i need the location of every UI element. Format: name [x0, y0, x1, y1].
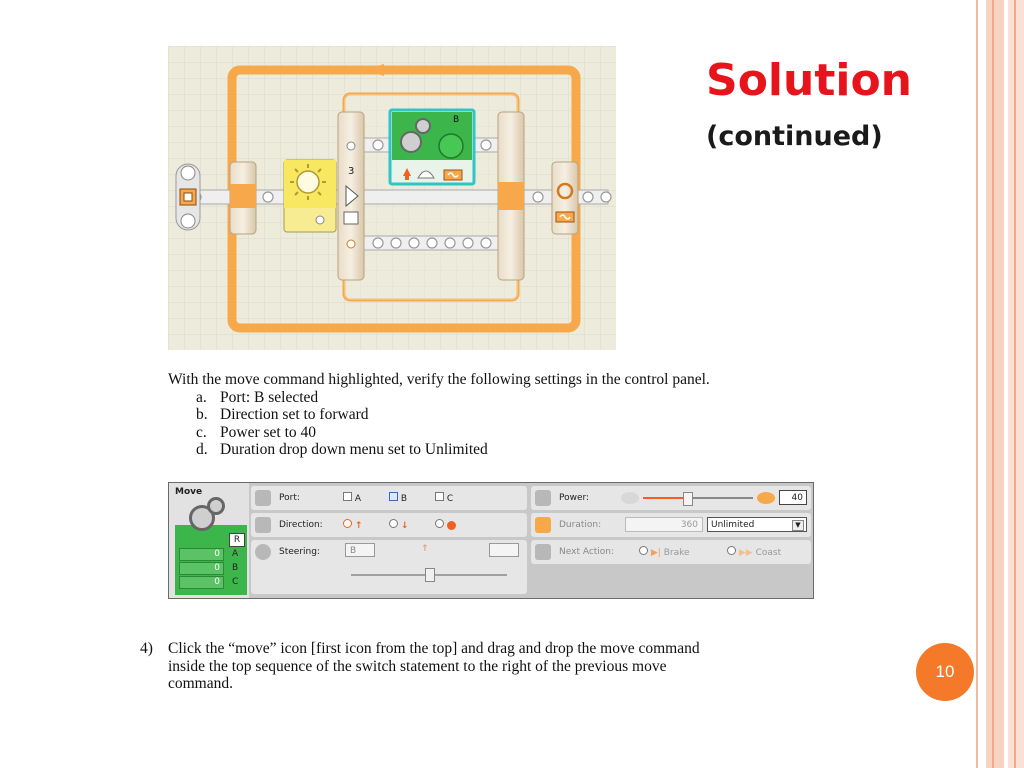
port-row: Port: A B C [251, 486, 527, 510]
steering-port-right[interactable] [489, 543, 519, 557]
duration-label: Duration: [559, 520, 602, 530]
duration-type-select[interactable]: Unlimited ▼ [707, 517, 807, 532]
port-option-b[interactable]: B [389, 492, 407, 504]
chevron-down-icon: ▼ [792, 520, 804, 531]
direction-row: Direction: ↑ ↓ [251, 513, 527, 537]
move-block-port: B [453, 115, 459, 125]
border-stripe [976, 0, 978, 768]
power-row: Power: 40 [531, 486, 811, 510]
loop-icon [556, 182, 574, 200]
sensor-value: 0 [179, 547, 224, 561]
port-icon [255, 490, 271, 506]
steering-label: Steering: [279, 547, 320, 557]
panel-block-name: Move [175, 487, 203, 497]
duration-row: Duration: 360 Unlimited ▼ [531, 513, 811, 537]
coast-radio[interactable]: ▶▶ Coast [727, 546, 781, 558]
r-label: R [229, 533, 245, 547]
sensor-value: 0 [179, 575, 224, 589]
light-icon [296, 170, 320, 194]
direction-backward-radio[interactable]: ↓ [389, 519, 408, 531]
slow-icon [621, 492, 639, 504]
up-arrow-icon: ↑ [354, 521, 363, 531]
border-stripe [1008, 0, 1024, 768]
next-action-row: Next Action: ▶| Brake ▶▶ Coast [531, 540, 811, 564]
brake-radio[interactable]: ▶| Brake [639, 546, 690, 558]
list-item: d.Duration drop down menu set to Unlimit… [196, 441, 488, 458]
down-arrow-icon: ↓ [400, 521, 409, 531]
fast-icon [757, 492, 775, 504]
port-option-a[interactable]: A [343, 492, 361, 504]
steering-icon [255, 544, 271, 560]
direction-forward-radio[interactable]: ↑ [343, 519, 362, 531]
steering-slider-handle[interactable] [425, 568, 435, 582]
brake-icon: ▶| [650, 548, 661, 558]
slide-subtitle: (continued) [706, 121, 883, 152]
sensor-port: B [232, 563, 239, 573]
step-number: 4) [140, 640, 153, 657]
direction-label: Direction: [279, 520, 323, 530]
move-control-panel: Move R 0 A 0 B 0 C Port: A B C Direction… [168, 482, 814, 599]
list-item: a.Port: B selected [196, 388, 319, 406]
loop-arrow-icon [364, 64, 384, 76]
port-label: Port: [279, 493, 300, 503]
steering-port-left[interactable]: B [345, 543, 375, 557]
border-stripe [992, 0, 994, 768]
coast-icon: ▶▶ [738, 548, 753, 558]
border-stripe [986, 0, 1004, 768]
power-slider[interactable] [643, 492, 753, 506]
page-number-badge: 10 [916, 643, 974, 701]
sensor-value: 0 [179, 561, 224, 575]
power-label: Power: [559, 493, 590, 503]
instructions: With the move command highlighted, verif… [168, 371, 788, 459]
border-stripe [1014, 0, 1016, 768]
program-canvas: 3 B [168, 46, 616, 350]
next-action-icon [535, 544, 551, 560]
up-arrow-icon: ↑ [421, 544, 429, 554]
gear-icon [400, 131, 422, 153]
port-option-c[interactable]: C [435, 492, 453, 504]
power-icon [535, 490, 551, 506]
power-value-field[interactable]: 40 [779, 490, 807, 505]
direction-stop-radio[interactable] [435, 519, 456, 531]
loop-count: 3 [348, 166, 354, 177]
slide-title: Solution [706, 55, 912, 106]
sensor-port: C [232, 577, 239, 587]
gear-icon [207, 497, 225, 515]
next-action-label: Next Action: [559, 547, 615, 557]
power-slider-fill [643, 497, 687, 499]
duration-value-field[interactable]: 360 [625, 517, 703, 532]
step-text: Click the “move” icon [first icon from t… [168, 640, 700, 692]
sensor-rows: 0 A 0 B 0 C [179, 547, 238, 589]
direction-icon [255, 517, 271, 533]
steering-row: Steering: B ↑ [251, 540, 527, 594]
sensor-port: A [232, 549, 239, 559]
list-item: c.Power set to 40 [196, 423, 317, 441]
power-slider-handle[interactable] [683, 492, 693, 506]
stop-icon [446, 521, 456, 530]
instructions-intro: With the move command highlighted, verif… [168, 371, 710, 388]
duration-type-value: Unlimited [711, 520, 755, 530]
instruction-list: a.Port: B selected b.Direction set to fo… [168, 389, 788, 459]
list-item: b.Direction set to forward [196, 406, 369, 423]
duration-icon [535, 517, 551, 533]
